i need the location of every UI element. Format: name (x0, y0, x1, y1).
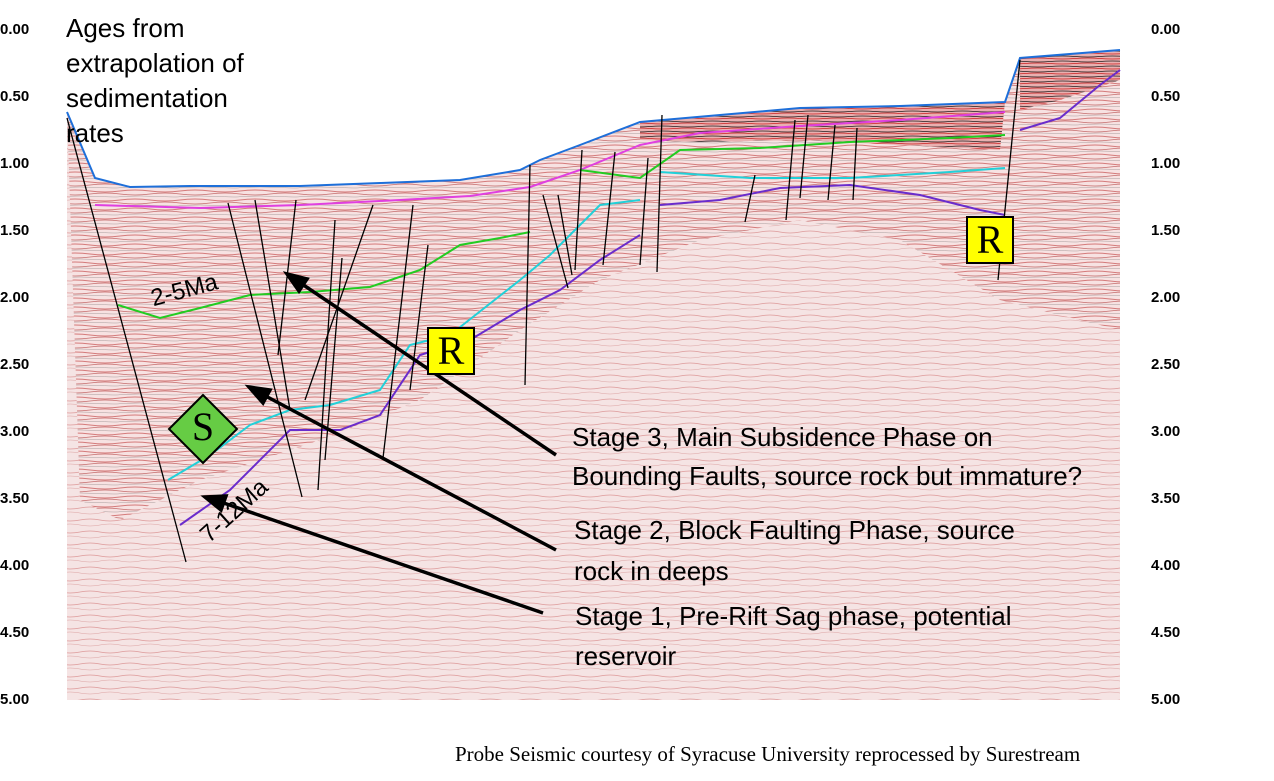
purple-horizon-left (179, 234, 641, 526)
fault (852, 127, 858, 201)
bounding-fault-left (66, 117, 187, 563)
right-tick: 1.00 (1151, 155, 1181, 172)
right-tick: 4.00 (1151, 557, 1181, 574)
left-tick: 0.00 (0, 21, 30, 38)
fault (254, 199, 291, 411)
right-tick: 3.00 (1151, 423, 1181, 440)
stage3-line: Bounding Faults, source rock but immatur… (572, 461, 1083, 491)
reservoir-marker-mid: R (427, 327, 475, 375)
fault (744, 174, 756, 223)
fault (227, 202, 303, 498)
left-tick: 0.50 (0, 88, 30, 105)
right-tick: 4.50 (1151, 624, 1181, 641)
right-block-dense-strata (1020, 50, 1120, 110)
fault (785, 119, 796, 221)
fault (304, 204, 374, 401)
fault (656, 114, 663, 273)
reservoir-marker-right: R (966, 216, 1014, 264)
fault (324, 257, 343, 461)
fault (827, 124, 836, 201)
arrows (200, 271, 557, 615)
fault (409, 244, 429, 391)
source-marker-label: S (191, 404, 215, 449)
purple-horizon-right (659, 183, 1006, 216)
right-tick: 3.50 (1151, 490, 1181, 507)
age-note: Ages from extrapolation of sedimentation… (66, 11, 244, 151)
age-note-line: extrapolation of (66, 48, 244, 78)
stage2-annotation: Stage 2, Block Faulting Phase, source ro… (574, 515, 1015, 587)
left-tick: 1.50 (0, 222, 30, 239)
seafloor-horizon (66, 49, 1121, 189)
left-tick: 4.50 (0, 624, 30, 641)
faults (66, 59, 1021, 563)
left-tick: 2.00 (0, 289, 30, 306)
stage3-arrowhead (282, 271, 310, 295)
right-tick: 2.50 (1151, 356, 1181, 373)
cyan-horizon-left (167, 199, 641, 481)
age-note-line: Ages from (66, 13, 185, 43)
fault (317, 219, 336, 491)
fault (574, 149, 583, 271)
fault (799, 114, 809, 199)
stage3-line: Stage 3, Main Subsidence Phase on (572, 422, 993, 452)
left-tick: 3.00 (0, 423, 30, 440)
right-tick: 0.00 (1151, 21, 1181, 38)
magenta-horizon (94, 111, 1006, 210)
stage1-line: Stage 1, Pre-Rift Sag phase, potential (575, 601, 1012, 631)
stage2-arrow (257, 390, 557, 552)
credit-caption: Probe Seismic courtesy of Syracuse Unive… (455, 742, 1081, 766)
fault (524, 164, 531, 386)
fault (277, 199, 297, 356)
fault (639, 157, 649, 266)
fault (557, 194, 573, 276)
stage1-arrowhead (200, 494, 229, 513)
fault (602, 151, 616, 266)
left-tick: 1.00 (0, 155, 30, 172)
right-tick: 5.00 (1151, 691, 1181, 708)
shelf-dense-strata (640, 102, 1005, 150)
horizons (66, 49, 1121, 526)
age-note-line: sedimentation (66, 83, 228, 113)
right-tick: 1.50 (1151, 222, 1181, 239)
stage2-line: rock in deeps (574, 556, 729, 586)
stage3-arrow (295, 278, 557, 457)
left-tick: 4.00 (0, 557, 30, 574)
stage3-annotation: Stage 3, Main Subsidence Phase on Boundi… (572, 422, 1082, 492)
stage1-arrow (214, 498, 544, 615)
purple-horizon-far-right (1019, 69, 1121, 131)
left-tick: 5.00 (0, 691, 30, 708)
green-horizon-right (579, 134, 1006, 180)
cyan-horizon-right (659, 167, 1006, 179)
stage1-annotation: Stage 1, Pre-Rift Sag phase, potential r… (575, 601, 1012, 672)
fault (382, 204, 414, 459)
age-note-line: rates (66, 118, 124, 148)
fault (542, 194, 569, 289)
stage1-line: reservoir (575, 641, 677, 671)
left-tick: 2.50 (0, 356, 30, 373)
stage2-arrowhead (244, 384, 273, 407)
right-tick: 0.50 (1151, 88, 1181, 105)
right-tick: 2.00 (1151, 289, 1181, 306)
stage2-line: Stage 2, Block Faulting Phase, source (574, 515, 1015, 545)
left-tick: 3.50 (0, 490, 30, 507)
